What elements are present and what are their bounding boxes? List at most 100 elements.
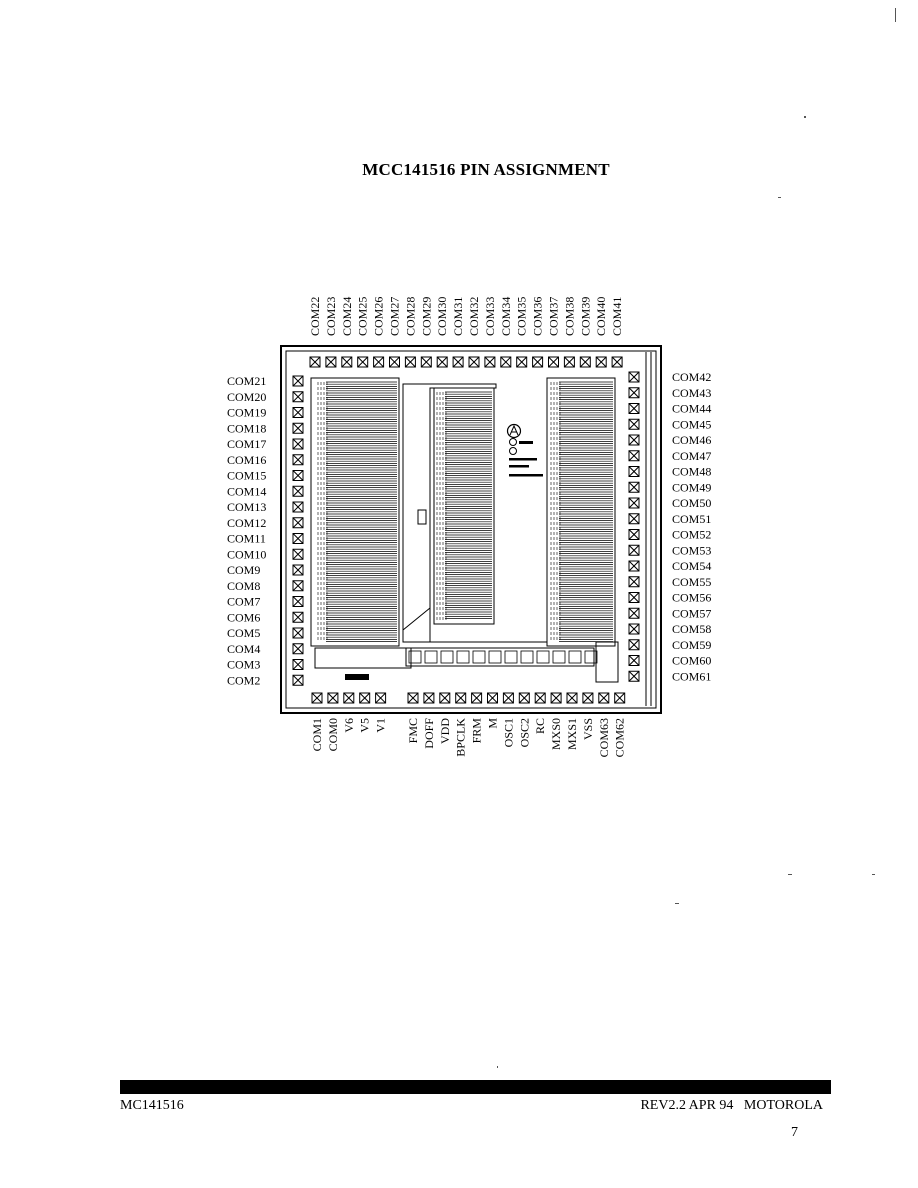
pin-label-com62: COM62 <box>613 718 627 757</box>
pin-label-osc2: OSC2 <box>517 718 531 747</box>
COM21-pad <box>292 375 304 387</box>
pin-label-com29: COM29 <box>419 297 433 336</box>
pin-label-com44: COM44 <box>672 402 711 416</box>
COM62-pad <box>614 692 626 704</box>
pin-label-com37: COM37 <box>547 297 561 336</box>
pin-label-com49: COM49 <box>672 480 711 494</box>
pin-label-com9: COM9 <box>227 563 260 577</box>
pin-label-com28: COM28 <box>403 297 417 336</box>
pin-label-com51: COM51 <box>672 512 711 526</box>
footer-company: MOTOROLA <box>743 1098 823 1113</box>
pin-label-com10: COM10 <box>227 547 266 561</box>
COM11-pad <box>292 533 304 544</box>
FRM-pad <box>471 692 483 704</box>
pin-label-mxs1: MXS1 <box>565 718 579 750</box>
COM3-pad <box>292 659 304 670</box>
pin-label-com7: COM7 <box>227 595 260 609</box>
pin-label-com55: COM55 <box>672 575 711 589</box>
pin-label-com32: COM32 <box>467 297 481 336</box>
COM63-pad <box>598 692 610 704</box>
COM32-pad <box>468 356 480 368</box>
pin-label-com3: COM3 <box>227 658 260 672</box>
pin-label-com23: COM23 <box>324 297 338 336</box>
COM57-pad <box>628 607 640 619</box>
COM40-pad <box>595 356 607 368</box>
pin-label-bpclk: BPCLK <box>454 718 468 757</box>
pin-label-com24: COM24 <box>340 297 354 336</box>
V5-pad <box>359 692 371 704</box>
pin-label-mxs0: MXS0 <box>549 718 563 750</box>
pin-label-m: M <box>486 718 500 729</box>
COM28-pad <box>404 356 416 368</box>
scan-speck <box>778 197 781 198</box>
pin-label-com39: COM39 <box>578 297 592 336</box>
COM12-pad <box>292 517 304 529</box>
VDD-pad <box>439 692 451 704</box>
pin-label-com19: COM19 <box>227 406 266 420</box>
COM15-pad <box>292 470 304 481</box>
FMC-pad <box>407 692 419 704</box>
pin-label-v5: V5 <box>358 718 372 733</box>
pin-label-com36: COM36 <box>531 297 545 336</box>
pin-label-com63: COM63 <box>597 718 611 757</box>
M-pad <box>487 692 498 704</box>
pin-label-com54: COM54 <box>672 559 711 573</box>
COM42-pad <box>628 371 640 383</box>
COM4-pad <box>292 643 304 655</box>
scan-speck <box>804 116 806 118</box>
COM33-pad <box>484 356 496 368</box>
COM38-pad <box>563 356 575 368</box>
page-title: MCC141516 PIN ASSIGNMENT <box>362 160 610 179</box>
pin-label-fmc: FMC <box>406 718 420 743</box>
COM6-pad <box>292 611 304 623</box>
COM37-pad <box>548 356 559 368</box>
pin-label-com2: COM2 <box>227 673 260 687</box>
COM18-pad <box>292 422 304 434</box>
pin-label-com46: COM46 <box>672 433 711 447</box>
pin-label-com45: COM45 <box>672 417 711 431</box>
V6-pad <box>343 692 355 704</box>
pin-label-com42: COM42 <box>672 370 711 384</box>
pin-label-com5: COM5 <box>227 626 260 640</box>
pin-label-com35: COM35 <box>515 297 529 336</box>
RC-pad <box>534 692 546 704</box>
pin-label-com25: COM25 <box>356 297 370 336</box>
COM52-pad <box>628 529 640 540</box>
COM55-pad <box>628 576 640 588</box>
pin-label-com4: COM4 <box>227 642 260 656</box>
COM25-pad <box>357 356 369 368</box>
pin-label-com17: COM17 <box>227 437 266 451</box>
COM41-pad <box>611 356 623 368</box>
pin-label-com48: COM48 <box>672 465 711 479</box>
page-number: 7 <box>791 1125 798 1140</box>
pin-label-com20: COM20 <box>227 390 266 404</box>
COM20-pad <box>292 391 304 403</box>
footer-bar <box>120 1080 831 1094</box>
COM50-pad <box>628 497 640 509</box>
COM43-pad <box>628 387 640 399</box>
pin-label-com12: COM12 <box>227 516 266 530</box>
COM54-pad <box>628 560 640 572</box>
pin-label-com14: COM14 <box>227 484 266 498</box>
COM9-pad <box>292 564 304 576</box>
COM47-pad <box>628 450 640 462</box>
pin-label-osc1: OSC1 <box>501 718 515 747</box>
COM44-pad <box>628 403 640 414</box>
COM39-pad <box>579 356 591 368</box>
COM5-pad <box>292 627 304 639</box>
COM27-pad <box>389 356 400 368</box>
COM8-pad <box>292 580 304 592</box>
COM19-pad <box>292 407 304 418</box>
pin-label-com13: COM13 <box>227 500 266 514</box>
pin-label-com30: COM30 <box>435 297 449 336</box>
pin-label-com26: COM26 <box>372 297 386 336</box>
COM51-pad <box>628 513 640 525</box>
COM59-pad <box>628 639 640 651</box>
COM34-pad <box>500 356 512 368</box>
pin-label-com38: COM38 <box>562 297 576 336</box>
pin-label-com50: COM50 <box>672 496 711 510</box>
COM36-pad <box>532 356 544 368</box>
pin-label-com16: COM16 <box>227 453 266 467</box>
pin-label-com58: COM58 <box>672 622 711 636</box>
V1-pad <box>375 692 387 704</box>
